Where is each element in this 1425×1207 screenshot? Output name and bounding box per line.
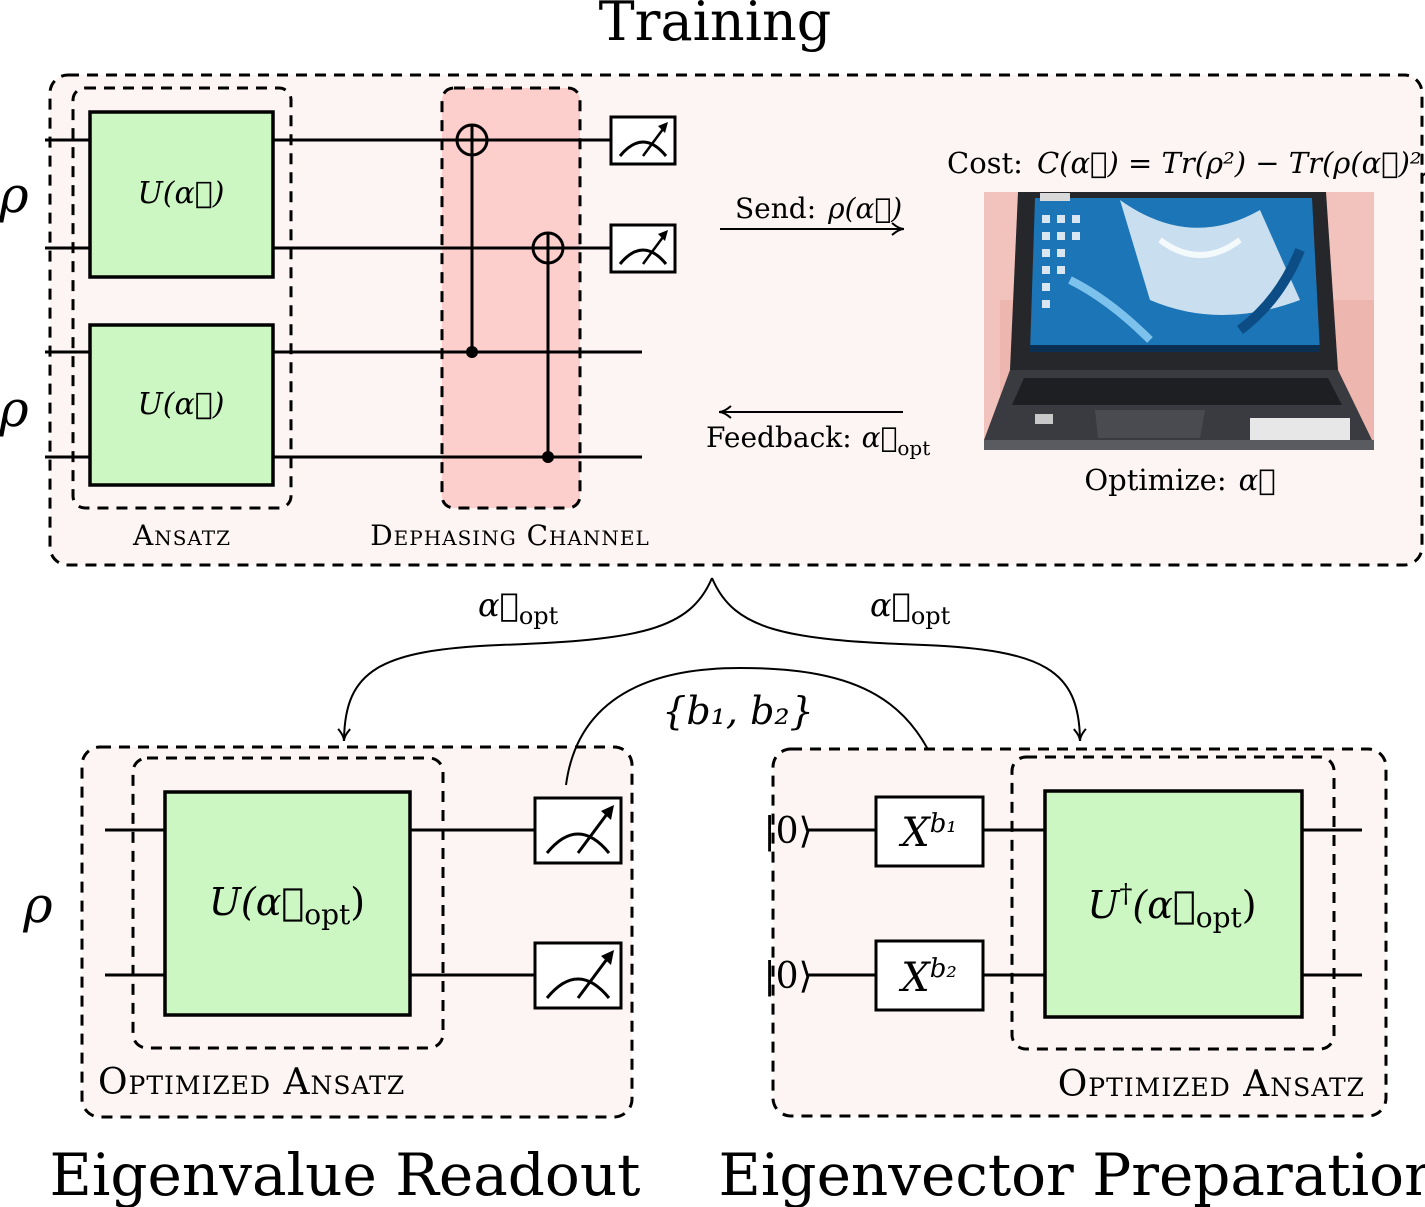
training-title: Training: [599, 0, 832, 53]
readout-u-gate-label: U(α⃗opt): [209, 880, 365, 931]
readout-meter-2-icon: [533, 941, 623, 1010]
send-value: ρ(α⃗): [827, 192, 902, 225]
readout-rho: ρ: [22, 876, 53, 934]
readout-meter-1-icon: [533, 796, 623, 865]
cnot-1-control-dot: [466, 346, 478, 358]
training-ansatz-box: [71, 86, 293, 510]
alpha-opt-right-sub: opt: [911, 602, 951, 630]
training-ansatz-label: Ansatz: [132, 519, 231, 552]
bits-arrow: [565, 666, 948, 789]
readout-u-gate: [163, 790, 412, 1017]
feedback-value: α⃗: [862, 421, 898, 454]
alpha-opt-left: α⃗opt: [478, 586, 559, 630]
readout-ansatz-box: [131, 756, 445, 1050]
optimize-label: Optimize:: [1084, 463, 1226, 497]
feedback-label: Feedback:: [706, 421, 852, 454]
prep-u-label-sub: opt: [1196, 901, 1243, 934]
prep-x-gate-1-exp: b₁: [930, 809, 957, 839]
readout-wires: [105, 828, 535, 977]
cost-label: Cost:: [947, 146, 1023, 180]
training-wires: [45, 138, 642, 459]
transfer-arrow-left: [337, 577, 713, 742]
cnot-1: [455, 123, 489, 358]
prep-x-gate-2-label: Xb₂: [898, 954, 957, 1001]
prep-u-label-main: U: [1087, 883, 1121, 927]
training-u-gate-2-label: U(α⃗): [138, 387, 225, 422]
alpha-opt-right-symbol: α⃗: [870, 586, 911, 624]
prep-x-gate-1: [874, 795, 985, 868]
cnot-2-control-dot: [542, 451, 554, 463]
prep-u-dagger-gate-label: U†(α⃗opt): [1087, 879, 1256, 934]
training-u-gate-1: [88, 110, 275, 279]
cnot-2: [531, 231, 565, 463]
training-rho-1: ρ: [0, 166, 29, 224]
prep-u-dagger-gate: [1043, 789, 1304, 1019]
dephasing-channel-label: Dephasing Channel: [370, 519, 650, 552]
optimize-value: α⃗: [1239, 463, 1276, 497]
optimize-text: Optimize: α⃗: [1084, 463, 1275, 497]
laptop-photo: [984, 192, 1374, 450]
prep-title: Eigenvector Preparation: [719, 1141, 1425, 1207]
cost-text: Cost: C(α⃗) = Tr(ρ²) − Tr(ρ(α⃗)²): [947, 146, 1425, 180]
prep-wires: [808, 828, 1362, 977]
readout-ansatz-label: Optimized Ansatz: [98, 1062, 405, 1103]
send-label: Send:: [735, 192, 816, 225]
prep-ket-1: |0⟩: [763, 811, 812, 852]
training-meter-2-icon: [609, 223, 677, 274]
training-rho-2: ρ: [0, 380, 29, 438]
alpha-opt-left-symbol: α⃗: [478, 586, 519, 624]
transfer-arrow-right: [711, 577, 1087, 742]
prep-u-label-rest: (α⃗: [1132, 883, 1195, 927]
prep-x-gate-2: [874, 939, 985, 1012]
prep-x-gate-2-main: X: [898, 955, 931, 1001]
training-u-gate-2: [88, 323, 275, 487]
readout-title: Eigenvalue Readout: [50, 1141, 641, 1207]
prep-ansatz-box: [1010, 755, 1336, 1051]
readout-u-gate-label-sub: opt: [304, 898, 351, 931]
prep-x-gate-2-exp: b₂: [930, 954, 957, 984]
prep-x-gate-1-label: Xb₁: [898, 809, 957, 856]
send-text: Send: ρ(α⃗): [735, 192, 902, 225]
alpha-opt-left-sub: opt: [519, 602, 559, 630]
readout-u-gate-label-close: ): [350, 880, 365, 924]
training-u-gate-1-label: U(α⃗): [138, 176, 225, 211]
prep-u-label-dagger: †: [1119, 879, 1132, 909]
prep-ansatz-label: Optimized Ansatz: [1058, 1064, 1365, 1105]
alpha-opt-right: α⃗opt: [870, 586, 951, 630]
prep-ket-2: |0⟩: [763, 956, 812, 997]
bits-label: {b₁, b₂}: [662, 689, 814, 733]
dephasing-channel-box: [440, 86, 582, 510]
prep-x-gate-1-main: X: [898, 810, 931, 856]
feedback-sub: opt: [897, 436, 930, 460]
readout-u-gate-label-main: U(α⃗: [209, 880, 304, 924]
prep-u-label-close: ): [1242, 883, 1257, 927]
cost-formula: C(α⃗) = Tr(ρ²) − Tr(ρ(α⃗)²): [1037, 146, 1425, 180]
training-meter-1-icon: [609, 115, 677, 166]
feedback-text: Feedback: α⃗opt: [706, 421, 930, 460]
